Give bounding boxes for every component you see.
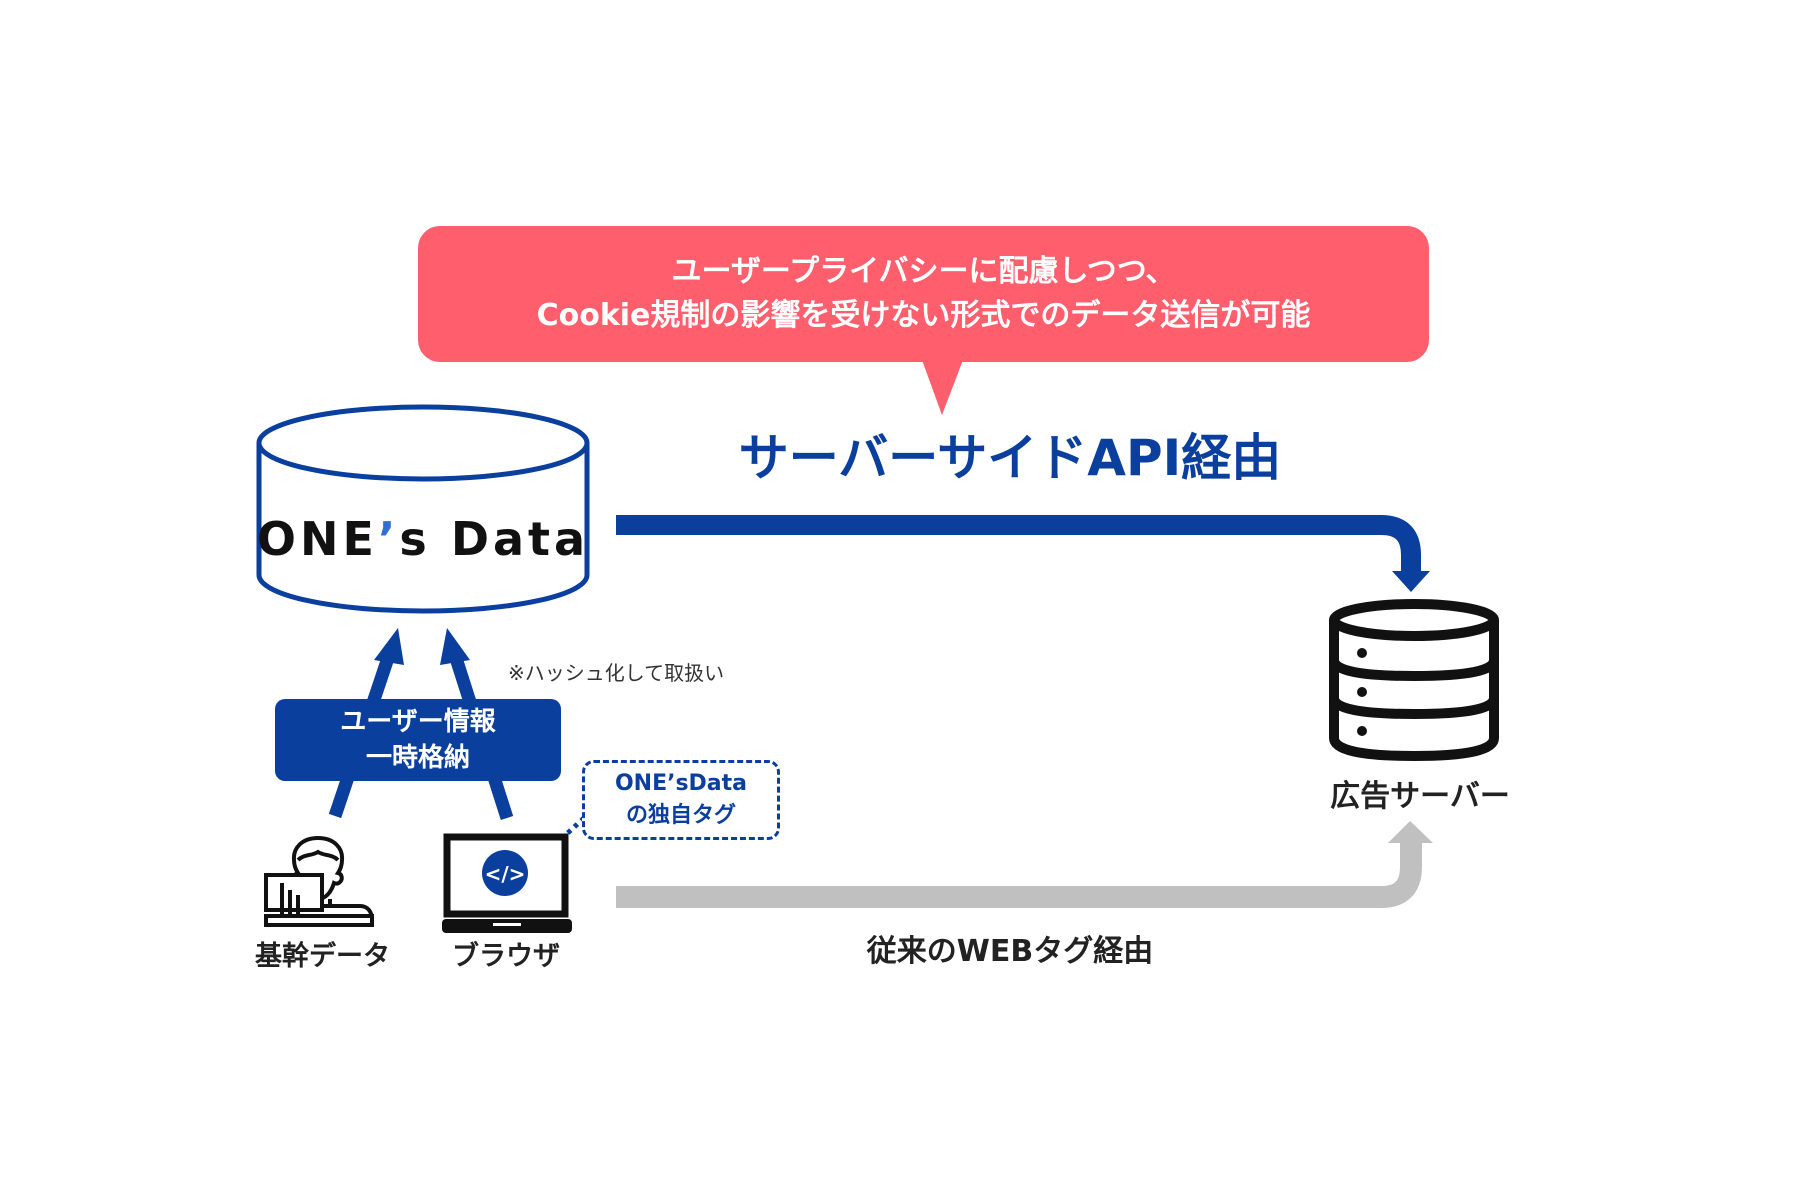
callout-tail: [922, 360, 963, 415]
browser-label: ブラウザ: [452, 941, 560, 972]
web-route-label: 従来のWEBタグ経由: [866, 934, 1154, 969]
server-stack-icon: [1329, 599, 1499, 762]
kikan-data-label: 基幹データ: [255, 941, 390, 972]
database-name: ONE’s Data: [256, 512, 590, 566]
person-computer-icon: [264, 835, 374, 927]
database-name-part1: ONE: [256, 512, 378, 566]
tag-line-1: ONE’sData: [614, 771, 748, 796]
laptop-code-icon: </>: [442, 833, 572, 933]
code-icon: [482, 850, 528, 896]
callout-bubble: ユーザープライバシーに配慮しつつ、 Cookie規制の影響を受けない形式でのデー…: [418, 226, 1429, 362]
database-name-apostrophe: ’: [377, 512, 400, 566]
storage-line-2: 一時格納: [365, 743, 470, 773]
tag-line-2: の独自タグ: [625, 803, 736, 828]
custom-tag-box: ONE’sData の独自タグ: [582, 760, 780, 840]
svg-text:</>: </>: [485, 862, 526, 886]
database-name-part2: s Data: [399, 512, 590, 566]
web-route-arrow: [616, 821, 1433, 908]
database-cylinder-icon: [256, 404, 590, 614]
tag-connector-dotted: [530, 816, 586, 868]
api-route-label: サーバーサイドAPI経由: [738, 429, 1282, 487]
callout-line-1: ユーザープライバシーに配慮しつつ、: [671, 254, 1176, 289]
ad-server-label: 広告サーバー: [1330, 779, 1510, 814]
callout-line-2: Cookie規制の影響を受けない形式でのデータ送信が可能: [536, 298, 1311, 333]
user-info-storage-box: ユーザー情報 一時格納: [275, 699, 561, 781]
storage-line-1: ユーザー情報: [340, 707, 496, 737]
hash-note: ※ハッシュ化して取扱い: [508, 661, 725, 685]
api-route-arrow: [616, 515, 1430, 592]
